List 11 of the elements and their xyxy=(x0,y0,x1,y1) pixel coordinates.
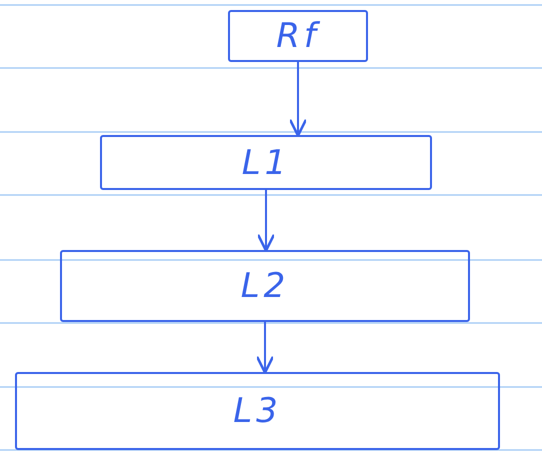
process-box xyxy=(100,135,432,190)
process-box xyxy=(228,10,368,62)
box-label: L1 xyxy=(242,142,290,182)
box-label: Rf xyxy=(276,16,320,56)
box-label: L3 xyxy=(233,391,282,431)
arrow xyxy=(288,62,308,137)
box-label: L2 xyxy=(240,266,290,306)
arrow xyxy=(256,190,276,252)
process-box xyxy=(60,250,470,322)
arrow xyxy=(256,322,274,374)
process-box xyxy=(15,372,500,450)
